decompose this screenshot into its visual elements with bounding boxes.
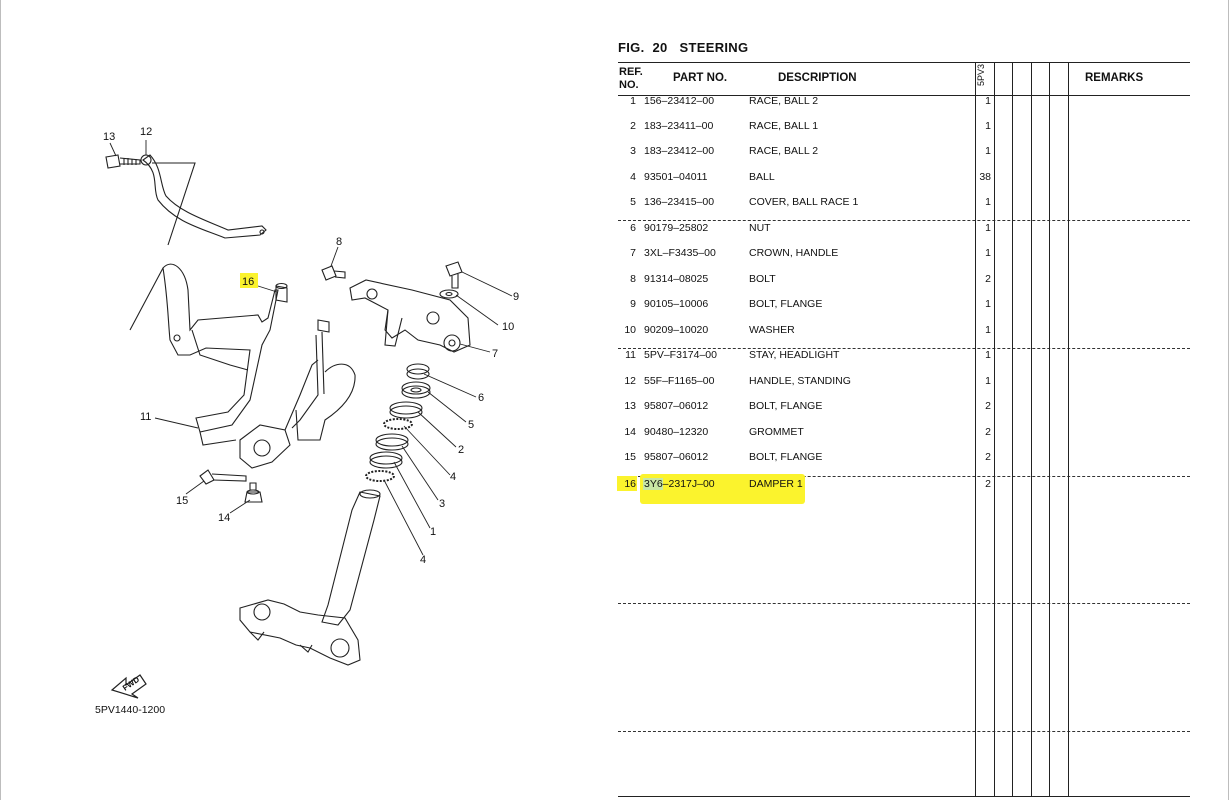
steering-bearing-stack-part [365, 363, 431, 482]
callout-16: 16 [242, 276, 254, 288]
damper-part [275, 282, 288, 303]
column-divider [1031, 62, 1032, 797]
figure-title: FIG. 20 STEERING [618, 40, 756, 55]
steering-exploded-diagram: FWD 13 12 16 8 9 10 7 6 5 2 4 3 1 4 [95, 126, 519, 716]
figure-number: 20 [652, 40, 668, 55]
column-divider [975, 62, 976, 797]
callout-1: 1 [430, 526, 436, 538]
callout-12: 12 [140, 126, 152, 138]
group-separator-3 [618, 476, 1190, 477]
callout-16-highlight [240, 273, 258, 288]
page-border-right [1228, 0, 1229, 800]
column-divider [1068, 62, 1069, 797]
bolt-flange-15-part [199, 469, 247, 485]
row-16-highlight [640, 474, 805, 504]
bolt-flange-9-part [445, 261, 463, 289]
row-16-ref-highlight [617, 476, 637, 491]
callout-13: 13 [103, 131, 115, 143]
callout-6: 6 [478, 392, 484, 404]
table-bottom-rule [618, 796, 1190, 797]
callout-9: 9 [513, 291, 519, 303]
crown-handle-part [349, 279, 471, 353]
header-description: DESCRIPTION [778, 72, 857, 84]
washer-part [439, 289, 459, 299]
figure-label: FIG. [618, 40, 645, 55]
grommet-part [244, 482, 263, 503]
stay-headlight-part [129, 263, 279, 446]
callout-4-upper: 4 [450, 471, 456, 483]
bolt-flange-13-part [105, 154, 141, 169]
column-divider [994, 62, 995, 797]
header-part-no: PART NO. [673, 72, 728, 84]
steering-stem-part [239, 489, 381, 666]
group-separator-5 [618, 731, 1190, 732]
handle-standing-part [140, 154, 267, 246]
header-model-5pv3: 5PV3 [976, 63, 986, 86]
part-no-prefix-highlight [643, 478, 663, 490]
figure-name: STEERING [679, 40, 749, 55]
callout-5: 5 [468, 419, 474, 431]
group-separator-1 [618, 220, 1190, 221]
callout-15: 15 [176, 495, 188, 507]
callout-2: 2 [458, 444, 464, 456]
diagram-code: 5PV1440-1200 [95, 704, 165, 716]
callout-14: 14 [218, 512, 230, 524]
group-separator-4 [618, 603, 1190, 604]
table-top-rule [618, 62, 1190, 63]
forward-arrow-icon [110, 674, 147, 699]
bracket-assembly-part [239, 319, 356, 469]
callout-4-lower: 4 [420, 554, 426, 566]
callout-10: 10 [502, 321, 514, 333]
bolt-8-part [321, 265, 346, 281]
callout-leader-lines [109, 140, 513, 556]
column-divider [1012, 62, 1013, 797]
callout-8: 8 [336, 236, 342, 248]
header-ref-no: REF. NO. [619, 66, 643, 91]
column-divider [1049, 62, 1050, 797]
header-remarks: REMARKS [1085, 72, 1144, 84]
callout-7: 7 [492, 348, 498, 360]
group-separator-2 [618, 348, 1190, 349]
callout-11: 11 [140, 411, 151, 423]
header-bottom-rule [618, 95, 1190, 96]
page-border-left [0, 0, 1, 800]
callout-3: 3 [439, 498, 445, 510]
